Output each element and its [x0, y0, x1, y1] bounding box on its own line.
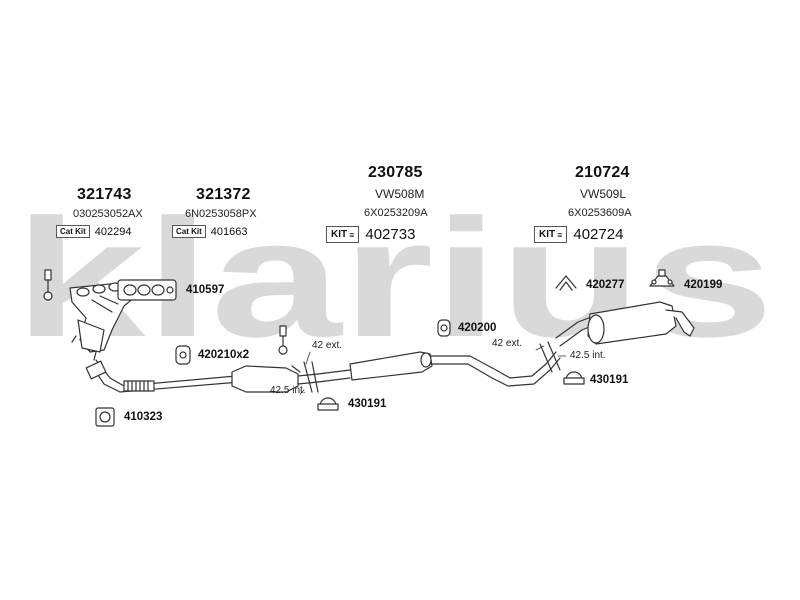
- label-410323: 410323: [124, 411, 163, 423]
- label-410597: 410597: [186, 284, 225, 296]
- oe-code: 030253052AX: [73, 208, 143, 220]
- front-joint-marks: [291, 361, 319, 393]
- mid-pipe-icon: [317, 351, 561, 387]
- bracket-icon: [555, 275, 577, 291]
- part-number-321372: 321372: [196, 186, 251, 203]
- kit-box: KIT≡ 402733: [326, 226, 415, 243]
- part-number-210724: 210724: [575, 164, 630, 181]
- clamp-2-icon: [563, 371, 585, 385]
- model-code: VW509L: [580, 187, 627, 201]
- part-number-321743: 321743: [77, 186, 132, 203]
- label-420200: 420200: [458, 322, 497, 334]
- dim-front-int: 42.5 int.: [270, 385, 306, 396]
- rear-joint-marks: [539, 341, 561, 373]
- kit-badge: Cat Kit: [172, 225, 206, 238]
- flex-joint-icon: [123, 380, 155, 392]
- manifold-gasket-icon: [117, 279, 177, 301]
- cat-kit-box: Cat Kit 402294: [56, 225, 132, 238]
- kit-box: KIT≡ 402724: [534, 226, 623, 243]
- part-number-230785: 230785: [368, 164, 423, 181]
- model-code: VW508M: [375, 187, 425, 201]
- centre-silencer-icon: [349, 351, 433, 381]
- catalytic-converter-icon: [231, 365, 319, 393]
- dim-front-ext: 42 ext.: [312, 340, 343, 351]
- oe-code: 6X0253609A: [568, 207, 632, 219]
- kit-badge: KIT≡: [534, 226, 568, 243]
- dim-rear-ext: 42 ext.: [492, 338, 523, 349]
- label-420277: 420277: [586, 279, 625, 291]
- watermark-text: klarius: [14, 184, 774, 372]
- hanger-icon: [649, 269, 675, 287]
- rear-silencer-icon: [555, 301, 695, 347]
- label-420199: 420199: [684, 279, 723, 291]
- label-430191-rear: 430191: [590, 374, 629, 386]
- label-420210x2: 420210x2: [198, 349, 250, 361]
- kit-badge: Cat Kit: [56, 225, 90, 238]
- clamp-icon: [317, 397, 339, 411]
- front-pipe-icon: [85, 359, 319, 393]
- oe-code: 6N0253058PX: [185, 208, 257, 220]
- dim-rear-int: 42.5 int.: [570, 350, 606, 361]
- kit-number: 401663: [210, 225, 248, 238]
- rubber-mount-icon: [175, 345, 191, 365]
- label-430191-front: 430191: [348, 398, 387, 410]
- rubber-mount-2-icon: [437, 319, 451, 337]
- cat-kit-box: Cat Kit 401663: [172, 225, 248, 238]
- kit-number: 402724: [573, 226, 624, 243]
- lambda-sensor-icon: [43, 269, 53, 301]
- kit-number: 402733: [365, 226, 416, 243]
- oe-code: 6X0253209A: [364, 207, 428, 219]
- ring-gasket-icon: [95, 407, 115, 427]
- lambda-sensor-2-icon: [278, 325, 288, 355]
- kit-badge: KIT≡: [326, 226, 360, 243]
- kit-number: 402294: [94, 225, 132, 238]
